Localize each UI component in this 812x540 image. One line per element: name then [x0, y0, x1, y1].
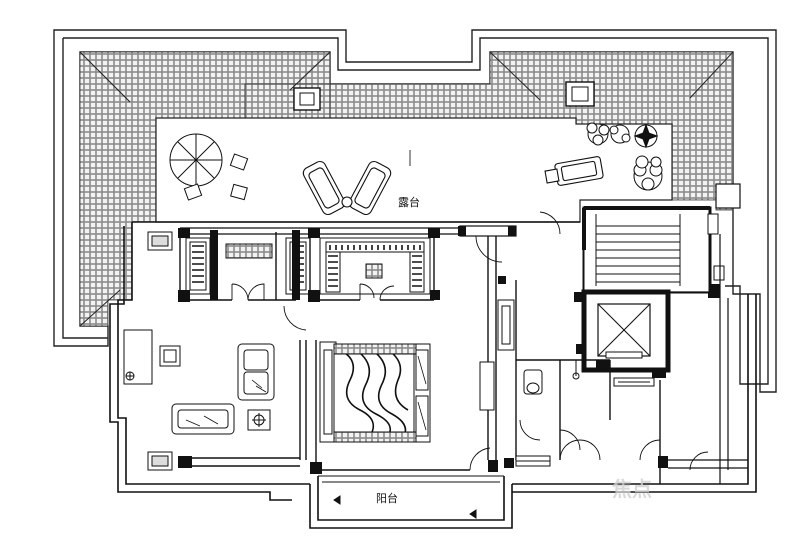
wall-columns	[178, 226, 720, 474]
terrace-label: 露台	[398, 195, 420, 209]
roof-hip-lines	[79, 51, 734, 327]
sofa-icon	[237, 343, 275, 401]
chimney-left	[293, 87, 321, 111]
lounge-chair-icon	[544, 156, 604, 186]
staircase	[582, 206, 725, 294]
balcony-label: 阳台	[376, 491, 398, 505]
bed-icon	[333, 343, 431, 443]
vent-box	[715, 183, 741, 209]
wardrobe-left	[185, 237, 211, 295]
desk-icon	[123, 329, 181, 385]
door-swings	[231, 211, 709, 471]
cabinet-icon	[147, 231, 173, 471]
elevator-shaft	[581, 289, 671, 373]
right-room-walls	[668, 234, 748, 484]
watermark-text: 焦点	[612, 477, 652, 501]
armchair-icon	[171, 403, 235, 435]
chimney-right	[565, 81, 595, 107]
sun-lounger-icon	[302, 160, 392, 216]
bathroom-fixtures	[515, 360, 655, 467]
terrace-stool-icon	[183, 153, 249, 201]
balcony-railing	[318, 475, 504, 519]
house-outer-walls	[109, 221, 757, 529]
plant-icon	[586, 122, 663, 191]
vanity-counter	[225, 243, 273, 259]
wardrobe-mid	[285, 237, 311, 295]
walk-in-closet	[319, 237, 431, 295]
patio-umbrella-icon	[169, 133, 223, 187]
side-table-icon	[247, 409, 271, 431]
corridor-columns	[479, 299, 515, 411]
